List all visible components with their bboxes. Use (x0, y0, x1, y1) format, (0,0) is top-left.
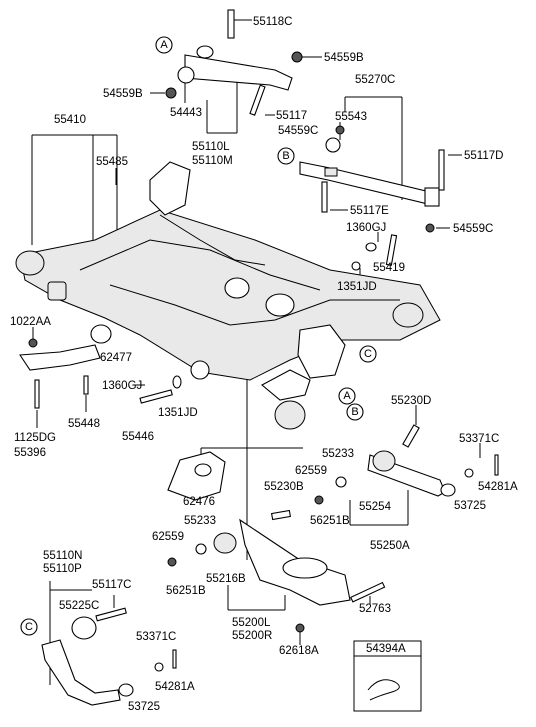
label-62476: 62476 (183, 496, 215, 508)
label-53371C-low: 53371C (136, 631, 176, 643)
label-52763: 52763 (359, 603, 391, 615)
label-55230D: 55230D (391, 395, 431, 407)
callout-b-mid: B (346, 403, 364, 421)
callout-a-mid: A (338, 387, 356, 405)
label-55233-top: 55233 (322, 448, 354, 460)
callout-a-label: A (160, 39, 168, 51)
part-labels: 55118C 54559B 54559B 54443 55270C 55117 … (10, 16, 518, 713)
label-55396: 55396 (14, 447, 46, 459)
label-55117C: 55117C (92, 579, 131, 591)
label-53725-low: 53725 (128, 701, 160, 713)
mount-62476 (167, 400, 306, 501)
label-54443: 54443 (170, 107, 202, 119)
label-54281A-top: 54281A (478, 481, 518, 493)
label-62559-top: 62559 (295, 465, 327, 477)
label-53725-top: 53725 (454, 500, 486, 512)
callout-c-label: C (364, 348, 372, 360)
label-54559B-top: 54559B (324, 52, 364, 64)
label-55233-low: 55233 (184, 515, 216, 527)
label-1125DG: 1125DG (14, 432, 56, 444)
callout-c-low-label: C (25, 621, 33, 633)
label-55117D: 55117D (464, 150, 503, 162)
label-53371C-top: 53371C (459, 433, 499, 445)
label-55225C: 55225C (59, 600, 99, 612)
callout-a-mid-label: A (343, 390, 351, 402)
trailing-arm-55110N (41, 607, 177, 706)
label-62477: 62477 (100, 352, 132, 364)
label-55216B: 55216B (206, 573, 246, 585)
label-55110N: 55110N (43, 550, 82, 562)
label-62559-low: 62559 (152, 531, 184, 543)
assist-arm-55250A (314, 424, 499, 505)
label-55110P: 55110P (43, 563, 82, 575)
label-62618A: 62618A (279, 645, 319, 657)
label-55254: 55254 (359, 501, 392, 513)
label-55200R: 55200R (232, 630, 272, 642)
label-55543: 55543 (335, 111, 367, 123)
callout-c-low: C (20, 618, 38, 636)
lower-arm-55200 (167, 509, 386, 633)
label-56251B-top: 56251B (310, 515, 350, 527)
label-56251B-low: 56251B (166, 585, 206, 597)
inset-box-54394A (353, 640, 422, 712)
label-55410: 55410 (54, 114, 86, 126)
label-55448: 55448 (68, 418, 100, 430)
label-55118C: 55118C (253, 16, 292, 28)
label-55446: 55446 (122, 431, 154, 443)
label-55110M: 55110M (192, 155, 233, 167)
label-55117: 55117 (276, 110, 307, 122)
bolts (139, 234, 398, 404)
callout-c-right: C (359, 345, 377, 363)
callout-b-mid-label: B (351, 406, 358, 418)
label-54559B-left: 54559B (103, 88, 143, 100)
label-55230B: 55230B (264, 481, 304, 493)
bracket-62477 (19, 338, 101, 409)
label-55250A: 55250A (370, 540, 410, 552)
callout-b-top: B (277, 147, 295, 165)
label-55200L: 55200L (232, 617, 271, 629)
callout-a-top: A (155, 36, 173, 54)
label-55419: 55419 (373, 262, 405, 274)
label-54394A: 54394A (366, 643, 406, 655)
upper-arm-55110 (165, 9, 303, 116)
label-1351JD-left: 1351JD (158, 407, 198, 419)
label-55270C: 55270C (355, 74, 395, 86)
label-55485: 55485 (96, 156, 128, 168)
label-54559C-right: 54559C (453, 223, 493, 235)
label-55117E: 55117E (350, 205, 389, 217)
label-1022AA: 1022AA (10, 316, 51, 328)
crossmember-assembly (15, 161, 441, 401)
label-54559C-mid: 54559C (278, 125, 318, 137)
callout-b-label: B (282, 150, 289, 162)
label-1360GJ-left: 1360GJ (102, 380, 142, 392)
label-1351JD-top: 1351JD (337, 281, 377, 293)
lateral-link-55270 (299, 125, 445, 233)
label-55110L: 55110L (192, 141, 230, 153)
label-1360GJ-top: 1360GJ (346, 222, 386, 234)
label-54281A-low: 54281A (155, 681, 195, 693)
